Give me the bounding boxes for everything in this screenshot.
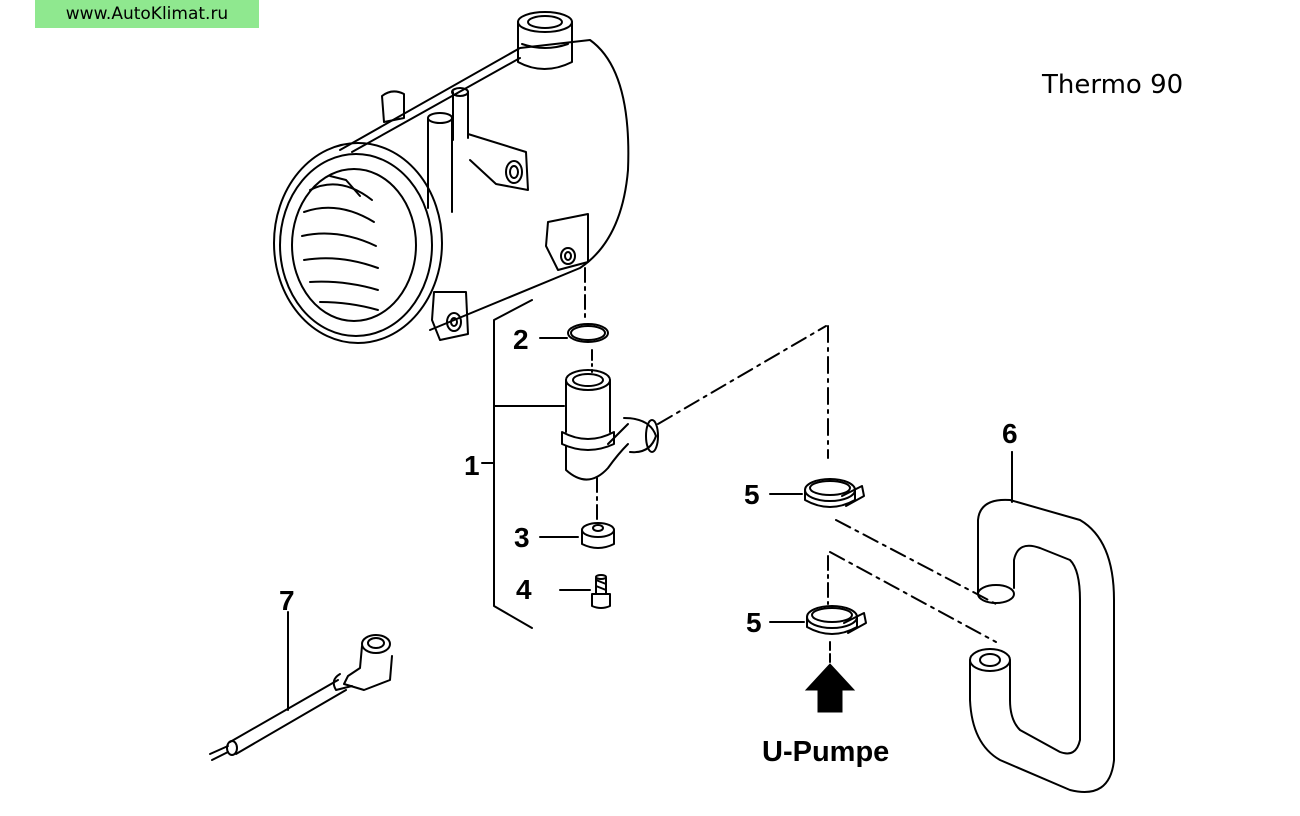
screw: [591, 574, 611, 609]
watermark-badge[interactable]: www.AutoKlimat.ru: [35, 0, 259, 28]
callout-7: 7: [279, 585, 295, 616]
elbow-connector: [561, 369, 659, 481]
model-title: Thermo 90: [1042, 70, 1184, 100]
hose-clamp-lower: [806, 605, 867, 635]
callout-3: 3: [514, 522, 530, 553]
callout-5-lower: 5: [746, 607, 762, 638]
pump-label: U-Pumpe: [762, 736, 890, 768]
callout-2: 2: [513, 324, 529, 355]
callout-6: 6: [1002, 418, 1018, 449]
heat-exchanger: [273, 11, 630, 344]
hose-clamp-upper: [804, 478, 865, 508]
up-arrow-icon: [804, 663, 856, 713]
callout-1: 1: [464, 450, 480, 481]
temperature-sensor: [209, 634, 393, 761]
callout-5-upper: 5: [744, 479, 760, 510]
grommet: [581, 522, 615, 549]
callout-4: 4: [516, 574, 532, 605]
u-hose: [969, 498, 1115, 793]
o-ring: [567, 323, 609, 343]
